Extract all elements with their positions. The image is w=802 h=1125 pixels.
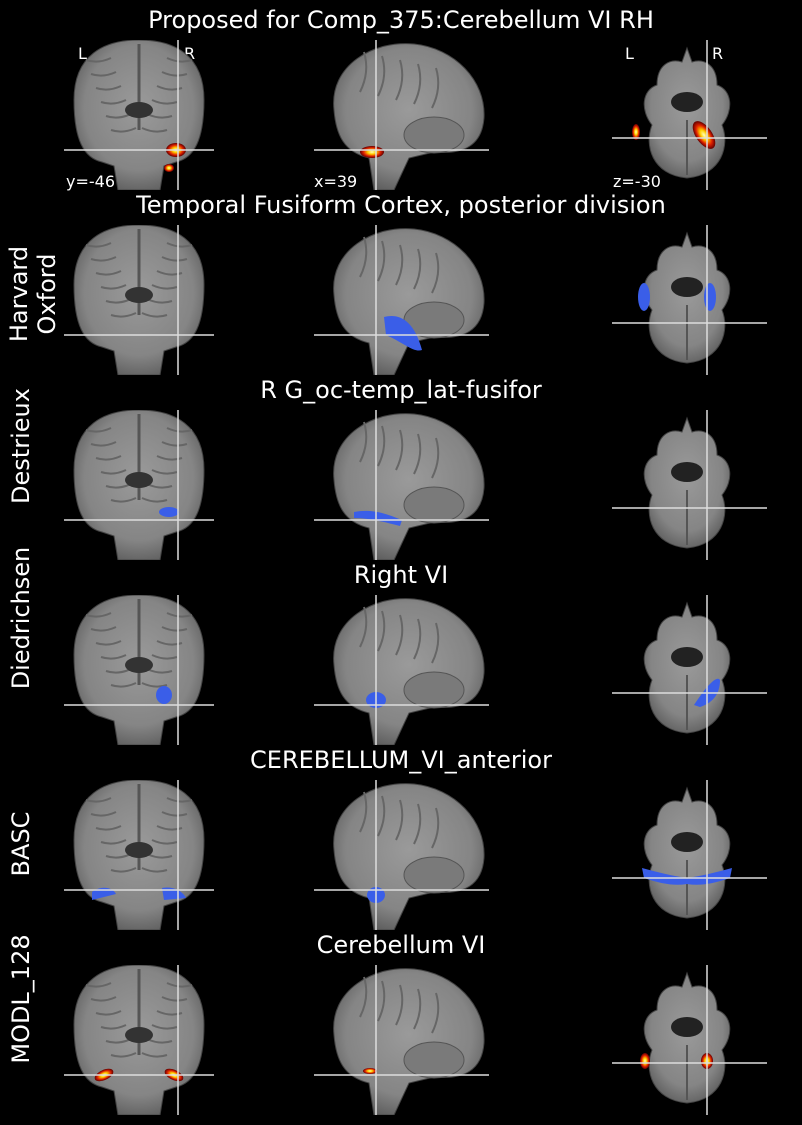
sagittal-slice-basc xyxy=(314,780,489,930)
axial-slice-harvard xyxy=(612,225,767,375)
axial-slice-modl xyxy=(612,965,767,1115)
sagittal-brain xyxy=(333,783,485,930)
sagittal-brain xyxy=(333,413,485,560)
overlay-c xyxy=(159,507,179,517)
overlay-a xyxy=(638,283,650,311)
slice-row-basc xyxy=(0,780,802,930)
coord-sagittal: x=39 xyxy=(314,172,358,191)
overlay-c xyxy=(156,686,172,704)
coord-coronal: y=-46 xyxy=(66,172,116,191)
overlay-c xyxy=(92,887,116,900)
overlay-a xyxy=(640,1053,650,1069)
sagittal-slice-modl xyxy=(314,965,489,1115)
coord-axial: z=-30 xyxy=(613,172,661,191)
sagittal-slice-destrieux xyxy=(314,410,489,560)
slice-row-destrieux xyxy=(0,410,802,560)
overlay-s xyxy=(360,146,384,158)
coronal-slice-harvard xyxy=(64,225,214,375)
coronal-slice-proposed xyxy=(64,40,214,190)
axial-slice-proposed xyxy=(612,40,767,190)
sagittal-slice-diedrichsen xyxy=(314,595,489,745)
axial-slice-basc xyxy=(612,780,767,930)
region-title-basc: CEREBELLUM_VI_anterior xyxy=(250,746,552,774)
axial-brain xyxy=(643,416,731,549)
figure-title: Proposed for Comp_375:Cerebellum VI RH xyxy=(148,6,654,34)
axial-brain xyxy=(643,786,731,919)
region-title-modl: Cerebellum VI xyxy=(316,931,486,959)
overlay-c xyxy=(164,164,174,172)
sagittal-brain xyxy=(333,968,485,1115)
sagittal-brain xyxy=(333,598,485,745)
axial-brain xyxy=(643,971,731,1104)
region-title-destrieux: R G_oc-temp_lat-fusifor xyxy=(260,376,542,404)
orientation-right-coronal: R xyxy=(184,44,196,63)
axial-slice-destrieux xyxy=(612,410,767,560)
sagittal-slice-harvard xyxy=(314,225,489,375)
overlay-a xyxy=(632,124,640,140)
slice-row-harvard xyxy=(0,225,802,375)
slice-row-modl xyxy=(0,965,802,1115)
coronal-slice-basc xyxy=(64,780,214,930)
overlay-a xyxy=(704,283,716,311)
orientation-left-axial: L xyxy=(625,44,634,63)
orientation-right-axial: R xyxy=(712,44,724,63)
sagittal-brain xyxy=(333,43,485,190)
axial-slice-diedrichsen xyxy=(612,595,767,745)
coronal-slice-diedrichsen xyxy=(64,595,214,745)
sagittal-slice-proposed xyxy=(314,40,489,190)
overlay-s xyxy=(354,510,402,526)
region-title-harvard: Temporal Fusiform Cortex, posterior divi… xyxy=(136,191,666,219)
coronal-slice-modl xyxy=(64,965,214,1115)
coronal-slice-destrieux xyxy=(64,410,214,560)
slice-row-diedrichsen xyxy=(0,595,802,745)
overlay-a xyxy=(642,868,732,885)
orientation-left-coronal: L xyxy=(78,44,87,63)
overlay-s xyxy=(363,1068,377,1074)
slice-row-proposed xyxy=(0,40,802,190)
overlay-a xyxy=(692,121,716,149)
overlay-s xyxy=(384,315,422,351)
sagittal-brain xyxy=(333,228,485,375)
axial-brain xyxy=(643,231,731,364)
region-title-diedrichsen: Right VI xyxy=(353,561,449,589)
